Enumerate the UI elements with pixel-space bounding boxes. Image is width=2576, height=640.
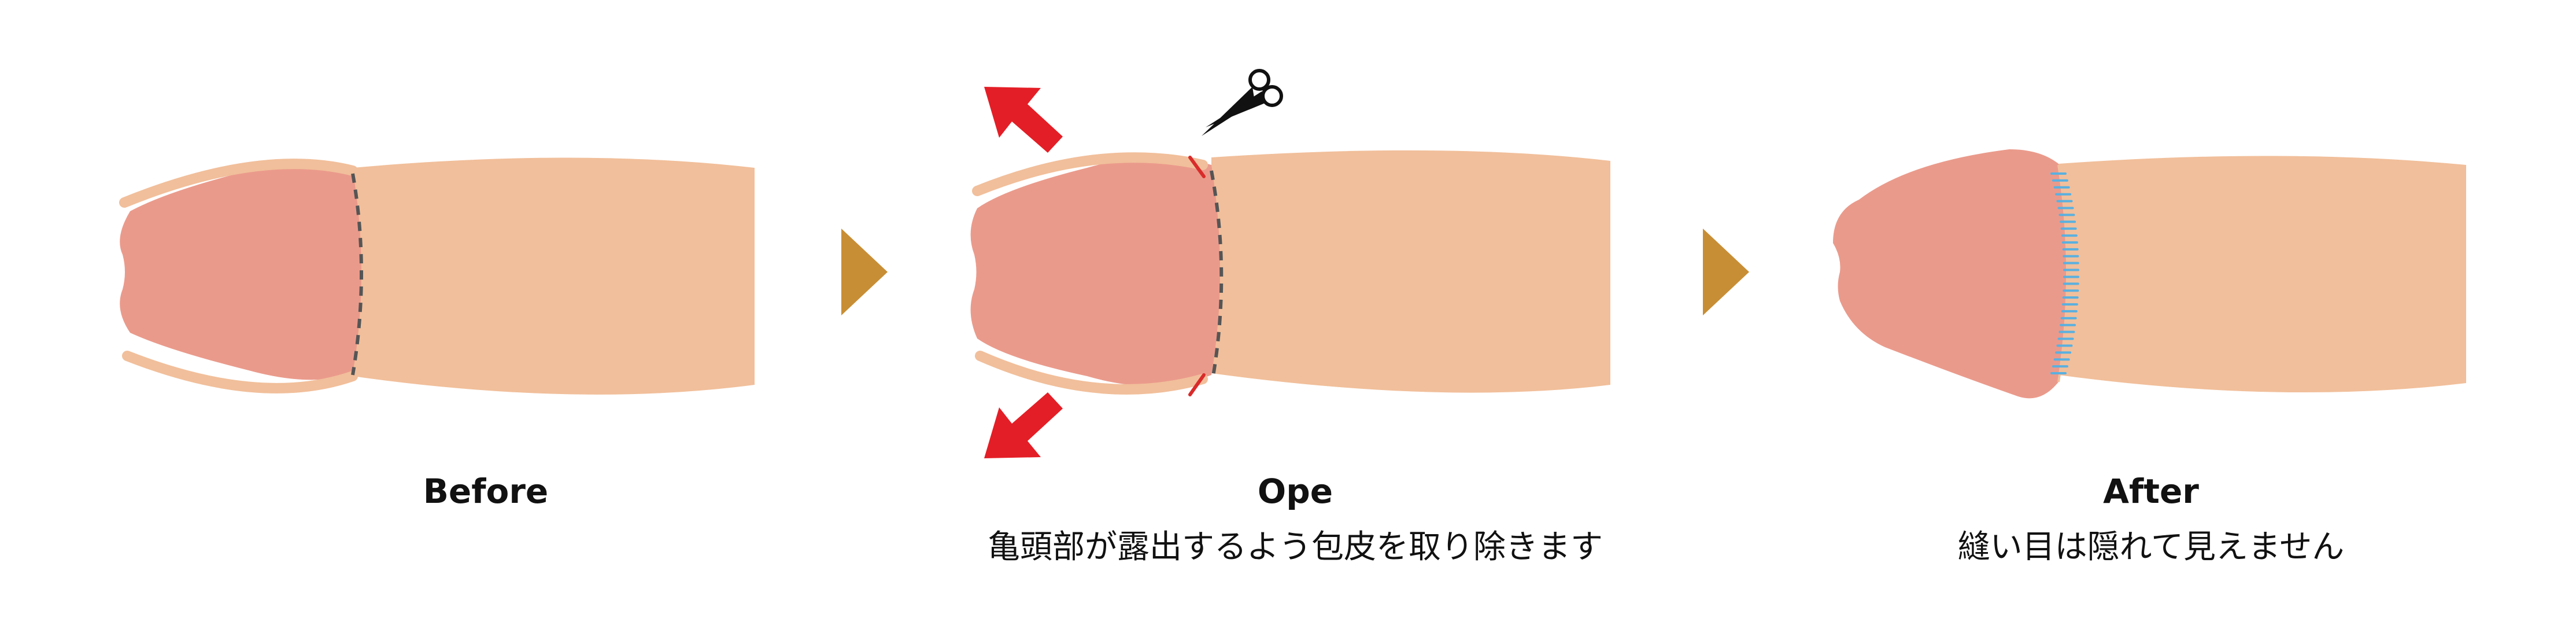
foreskin-lower (975, 351, 1208, 395)
panel-before-illustration (119, 157, 755, 395)
caption-after-subtitle: 縫い目は隠れて見えません (1957, 528, 2345, 566)
shaft (1211, 150, 1610, 393)
triangle-arrow-right-icon (841, 229, 888, 315)
arrow-up-left-icon (984, 87, 1063, 153)
caption-ope-title: Ope (1257, 472, 1333, 511)
cut-mark-upper (1188, 156, 1206, 178)
shaft (353, 157, 755, 395)
glans (970, 157, 1220, 387)
caption-before-title: Before (423, 472, 549, 511)
triangle-arrow-right-icon (1703, 229, 1749, 315)
panel-ope-illustration (970, 69, 1610, 458)
scissors-icon (1202, 69, 1283, 136)
glans (1833, 149, 2067, 399)
incision-line (351, 173, 363, 376)
caption-after-title: After (2103, 472, 2199, 511)
foreskin-lower (122, 351, 358, 393)
cut-mark-lower (1188, 373, 1206, 396)
caption-ope-subtitle: 亀頭部が露出するよう包皮を取り除きます (988, 528, 1603, 566)
foreskin-upper (972, 152, 1208, 196)
suture-stitches (2050, 172, 2079, 374)
glans (120, 163, 361, 380)
arrow-down-left-icon (984, 392, 1063, 458)
foreskin-upper (119, 159, 358, 208)
shaft (2058, 156, 2466, 393)
incision-line (1210, 170, 1224, 377)
panel-after-illustration (1833, 149, 2466, 399)
